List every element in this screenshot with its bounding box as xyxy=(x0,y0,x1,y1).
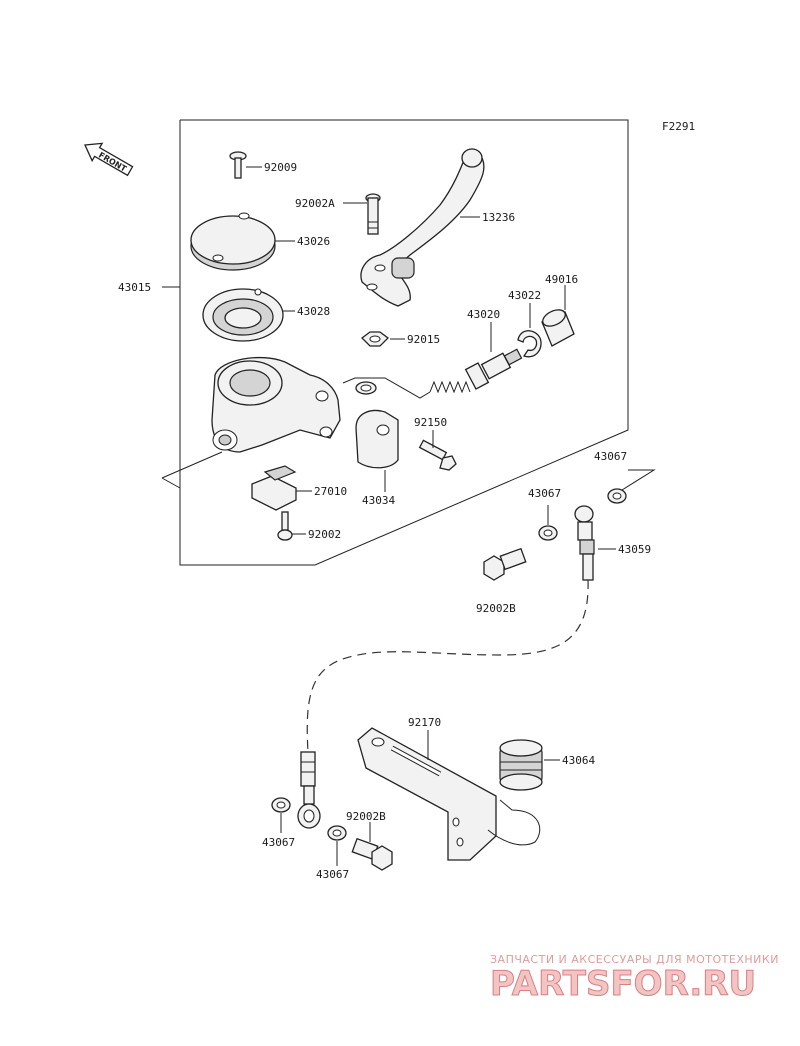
guide-line xyxy=(342,377,431,399)
brake-hose-lower-fitting xyxy=(297,751,321,829)
label-92002A: 92002A xyxy=(295,197,335,210)
bolt-92150 xyxy=(418,430,457,471)
label-92002B-a: 92002B xyxy=(476,602,516,615)
washer-43067-lower-left xyxy=(271,797,291,833)
screw-92009 xyxy=(229,151,262,179)
brake-switch-27010 xyxy=(251,465,312,511)
washer-43067-lower-right xyxy=(327,825,347,866)
banjo-bolt-92002B-upper xyxy=(483,547,527,581)
label-43026: 43026 xyxy=(297,235,330,248)
watermark-logo: PARTSFOR.RU xyxy=(490,964,756,1004)
dust-boot-49016 xyxy=(541,285,575,347)
washer-43067-upper-left xyxy=(538,505,558,541)
master-cylinder-body xyxy=(211,356,341,453)
nut-92015 xyxy=(361,331,405,347)
label-43067-a: 43067 xyxy=(594,450,627,463)
brake-hose-fitting-43059 xyxy=(574,505,616,581)
piston-kit-43020 xyxy=(429,322,523,394)
label-43028: 43028 xyxy=(297,305,330,318)
brake-lever-13236 xyxy=(360,148,485,307)
label-92002B-b: 92002B xyxy=(346,810,386,823)
clamp-43034 xyxy=(355,381,399,492)
label-43034: 43034 xyxy=(362,494,395,507)
assembly-bracket-43015 xyxy=(161,119,629,566)
grommet-43064 xyxy=(487,739,560,846)
label-43064: 43064 xyxy=(562,754,595,767)
label-43067-d: 43067 xyxy=(316,868,349,881)
diaphragm-43028 xyxy=(202,288,295,342)
label-43067-b: 43067 xyxy=(528,487,561,500)
label-43022: 43022 xyxy=(508,289,541,302)
watermark-tagline: ЗАПЧАСТИ И АКСЕССУАРЫ ДЛЯ МОТОТЕХНИКИ xyxy=(490,953,779,966)
reservoir-cap-43026 xyxy=(190,212,295,271)
brake-hose-43059 xyxy=(306,579,589,753)
label-49016: 49016 xyxy=(545,273,578,286)
figure-code: F2291 xyxy=(662,120,695,133)
pivot-bolt-92002A xyxy=(343,193,381,235)
label-92009: 92009 xyxy=(264,161,297,174)
screw-92002 xyxy=(277,511,306,541)
label-92150: 92150 xyxy=(414,416,447,429)
circlip-43022 xyxy=(517,303,542,358)
label-13236: 13236 xyxy=(482,211,515,224)
label-43067-c: 43067 xyxy=(262,836,295,849)
label-92170: 92170 xyxy=(408,716,441,729)
label-92002: 92002 xyxy=(308,528,341,541)
label-43020: 43020 xyxy=(467,308,500,321)
label-27010: 27010 xyxy=(314,485,347,498)
washer-43067-upper-right xyxy=(607,469,656,504)
banjo-bolt-92002B-lower xyxy=(351,822,393,871)
label-43015: 43015 xyxy=(118,281,151,294)
bracket-92170 xyxy=(357,727,497,861)
front-arrow-icon: FRONT xyxy=(84,142,134,177)
label-92015: 92015 xyxy=(407,333,440,346)
label-43059: 43059 xyxy=(618,543,651,556)
